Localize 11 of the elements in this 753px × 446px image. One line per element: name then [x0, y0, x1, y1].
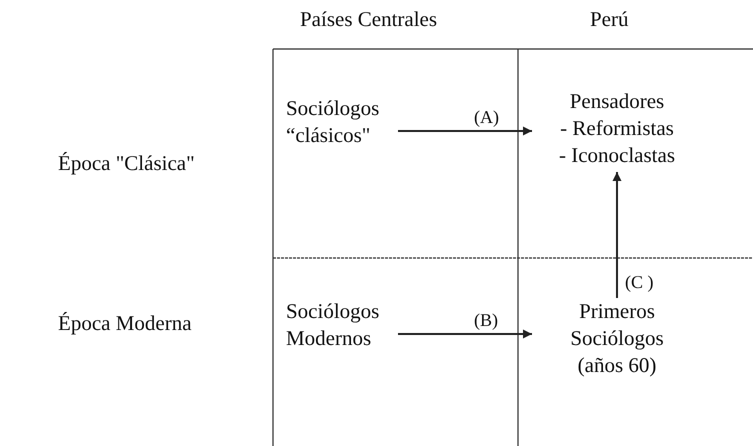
- cell-text: Pensadores - Reformistas - Iconoclastas: [532, 88, 702, 172]
- cell-text: Sociólogos Modernos: [286, 298, 398, 354]
- cell-text: Primeros Sociólogos (años 60): [532, 298, 702, 382]
- cell-text: Sociólogos “clásicos": [286, 95, 398, 151]
- column-header: Perú: [590, 6, 628, 32]
- arrow: [398, 330, 532, 338]
- column-header: Países Centrales: [300, 6, 438, 32]
- row-header: Época Moderna: [58, 310, 192, 336]
- arrow: [398, 126, 532, 136]
- arrow: [612, 172, 622, 298]
- row-header: Época "Clásica": [58, 150, 195, 176]
